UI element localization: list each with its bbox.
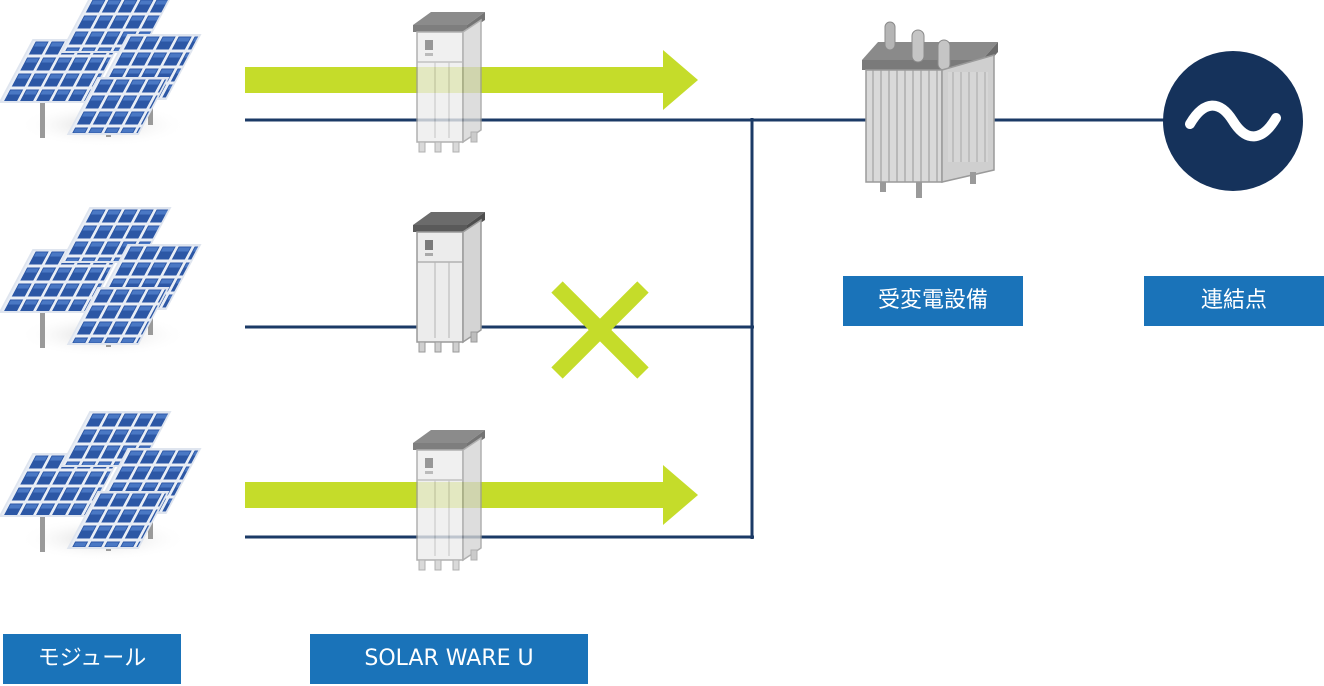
inverter-label: SOLAR WARE U bbox=[310, 634, 588, 684]
solar-panel-icon bbox=[0, 411, 202, 562]
ac-grid-icon bbox=[1163, 51, 1303, 191]
grid-connection-label: 連結点 bbox=[1144, 276, 1324, 326]
inverter-cabinet-icon bbox=[412, 211, 486, 353]
inverter-cabinet-icon bbox=[412, 429, 486, 571]
inverter-cabinet-icon bbox=[412, 11, 486, 153]
solar-panel-icon bbox=[0, 0, 202, 148]
transformer-icon bbox=[862, 21, 998, 198]
solar-panel-icon bbox=[0, 207, 202, 358]
wiring bbox=[245, 118, 1195, 539]
cross-mark-icon bbox=[551, 281, 649, 379]
module-label: モジュール bbox=[3, 634, 181, 684]
substation-label: 受変電設備 bbox=[843, 276, 1023, 326]
